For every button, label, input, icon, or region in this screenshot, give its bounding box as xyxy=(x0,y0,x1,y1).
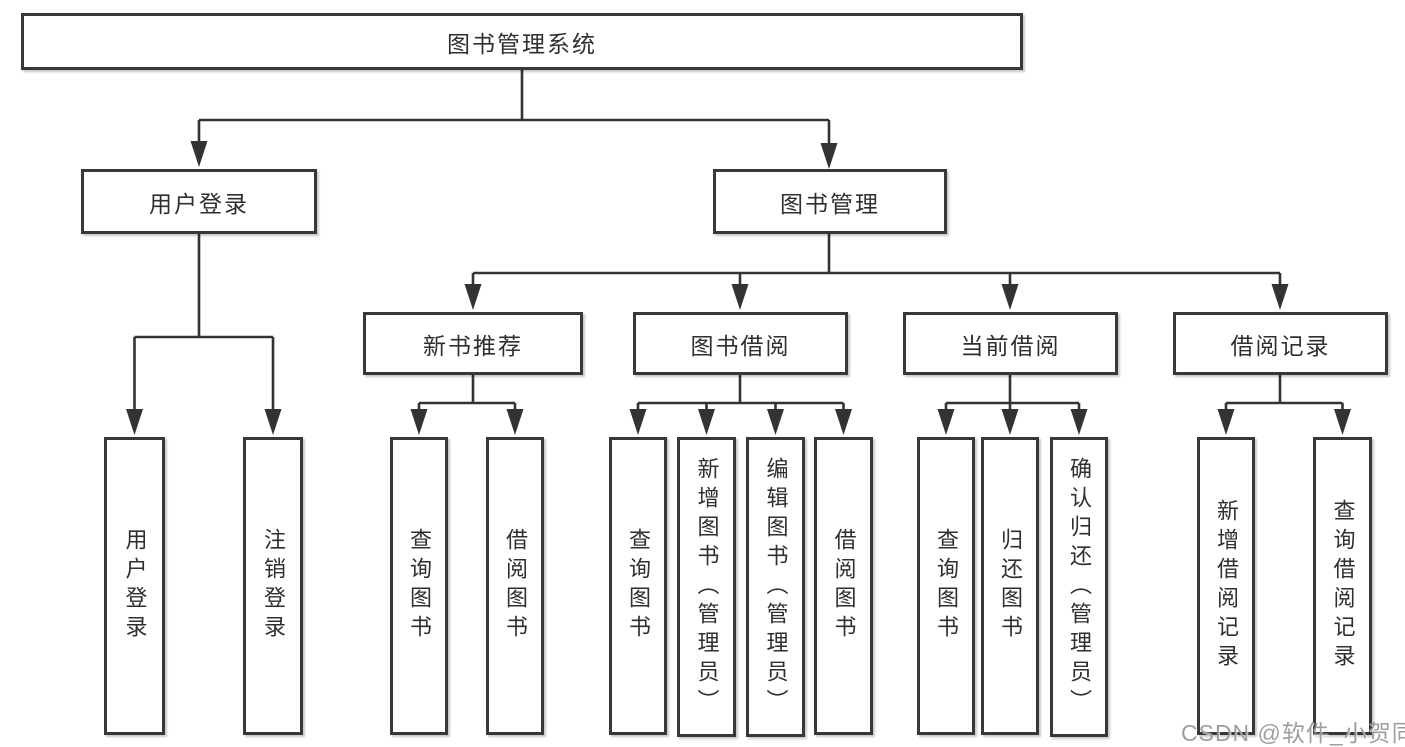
arrow-icon xyxy=(767,409,784,435)
node-book-management: 图书管理 xyxy=(713,169,947,234)
node-label: 确认归还（管理员） xyxy=(1067,456,1092,718)
node-label: 图书借阅 xyxy=(690,332,791,359)
node-label: 注销登录 xyxy=(261,528,286,644)
node-label: 借阅图书 xyxy=(831,528,857,644)
node-borrow-records: 借阅记录 xyxy=(1173,312,1388,375)
node-label: 用户登录 xyxy=(149,190,249,217)
arrow-icon xyxy=(1001,409,1019,435)
csdn-watermark: CSDN @软件_小贺同学 xyxy=(1181,720,1405,746)
arrow-icon xyxy=(1271,284,1289,310)
arrow-icon xyxy=(835,409,852,435)
arrow-icon xyxy=(937,409,955,435)
leaf-query-books-borrow: 查询图书 xyxy=(609,437,667,735)
node-label: 新增借阅记录 xyxy=(1214,499,1239,673)
leaf-return-books: 归还图书 xyxy=(981,437,1039,735)
node-label: 查询借阅记录 xyxy=(1330,499,1356,673)
arrow-icon xyxy=(629,409,647,435)
node-label: 用户登录 xyxy=(122,528,148,644)
leaf-logout: 注销登录 xyxy=(243,437,303,735)
node-label: 查询图书 xyxy=(407,528,432,644)
leaf-add-borrow-record: 新增借阅记录 xyxy=(1197,437,1255,735)
leaf-edit-books-admin: 编辑图书（管理员） xyxy=(746,437,805,737)
leaf-add-books-admin: 新增图书（管理员） xyxy=(677,437,736,737)
node-label: 新书推荐 xyxy=(423,332,523,359)
node-new-book-recommend: 新书推荐 xyxy=(363,312,583,375)
arrow-icon xyxy=(820,143,838,169)
leaf-query-books-recommend: 查询图书 xyxy=(390,437,448,735)
arrow-icon xyxy=(464,284,482,310)
node-current-borrow: 当前借阅 xyxy=(903,312,1118,375)
arrow-icon xyxy=(1217,409,1235,435)
node-label: 借阅记录 xyxy=(1230,332,1331,359)
leaf-query-books-current: 查询图书 xyxy=(917,437,975,735)
arrow-icon xyxy=(698,409,715,435)
leaf-confirm-return-admin: 确认归还（管理员） xyxy=(1050,437,1108,737)
arrow-icon xyxy=(126,409,143,435)
arrow-icon xyxy=(264,409,282,435)
node-label: 查询图书 xyxy=(934,528,959,644)
leaf-borrow-books: 借阅图书 xyxy=(814,437,873,735)
leaf-query-borrow-record: 查询借阅记录 xyxy=(1313,437,1372,735)
arrow-icon xyxy=(731,284,749,310)
leaf-user-login: 用户登录 xyxy=(104,437,165,735)
node-label: 当前借阅 xyxy=(960,332,1061,359)
arrow-icon xyxy=(1070,409,1088,435)
arrow-icon xyxy=(1001,284,1019,310)
arrow-icon xyxy=(1334,409,1351,435)
arrow-icon xyxy=(190,141,208,167)
node-label: 归还图书 xyxy=(998,528,1023,644)
node-label: 新增图书（管理员） xyxy=(694,456,720,718)
leaf-borrow-books-recommend: 借阅图书 xyxy=(486,437,544,735)
node-book-borrow: 图书借阅 xyxy=(633,312,848,375)
node-label: 图书管理 xyxy=(780,190,880,217)
node-label: 借阅图书 xyxy=(503,528,528,644)
node-user-login: 用户登录 xyxy=(81,169,317,234)
node-label: 编辑图书（管理员） xyxy=(763,456,789,718)
arrow-icon xyxy=(410,409,428,435)
node-label: 查询图书 xyxy=(626,528,651,644)
node-root-system: 图书管理系统 xyxy=(21,13,1023,70)
tree-edges xyxy=(133,70,1344,416)
node-label: 图书管理系统 xyxy=(447,30,597,57)
arrowhead-icons xyxy=(126,141,1351,435)
arrow-icon xyxy=(506,409,524,435)
